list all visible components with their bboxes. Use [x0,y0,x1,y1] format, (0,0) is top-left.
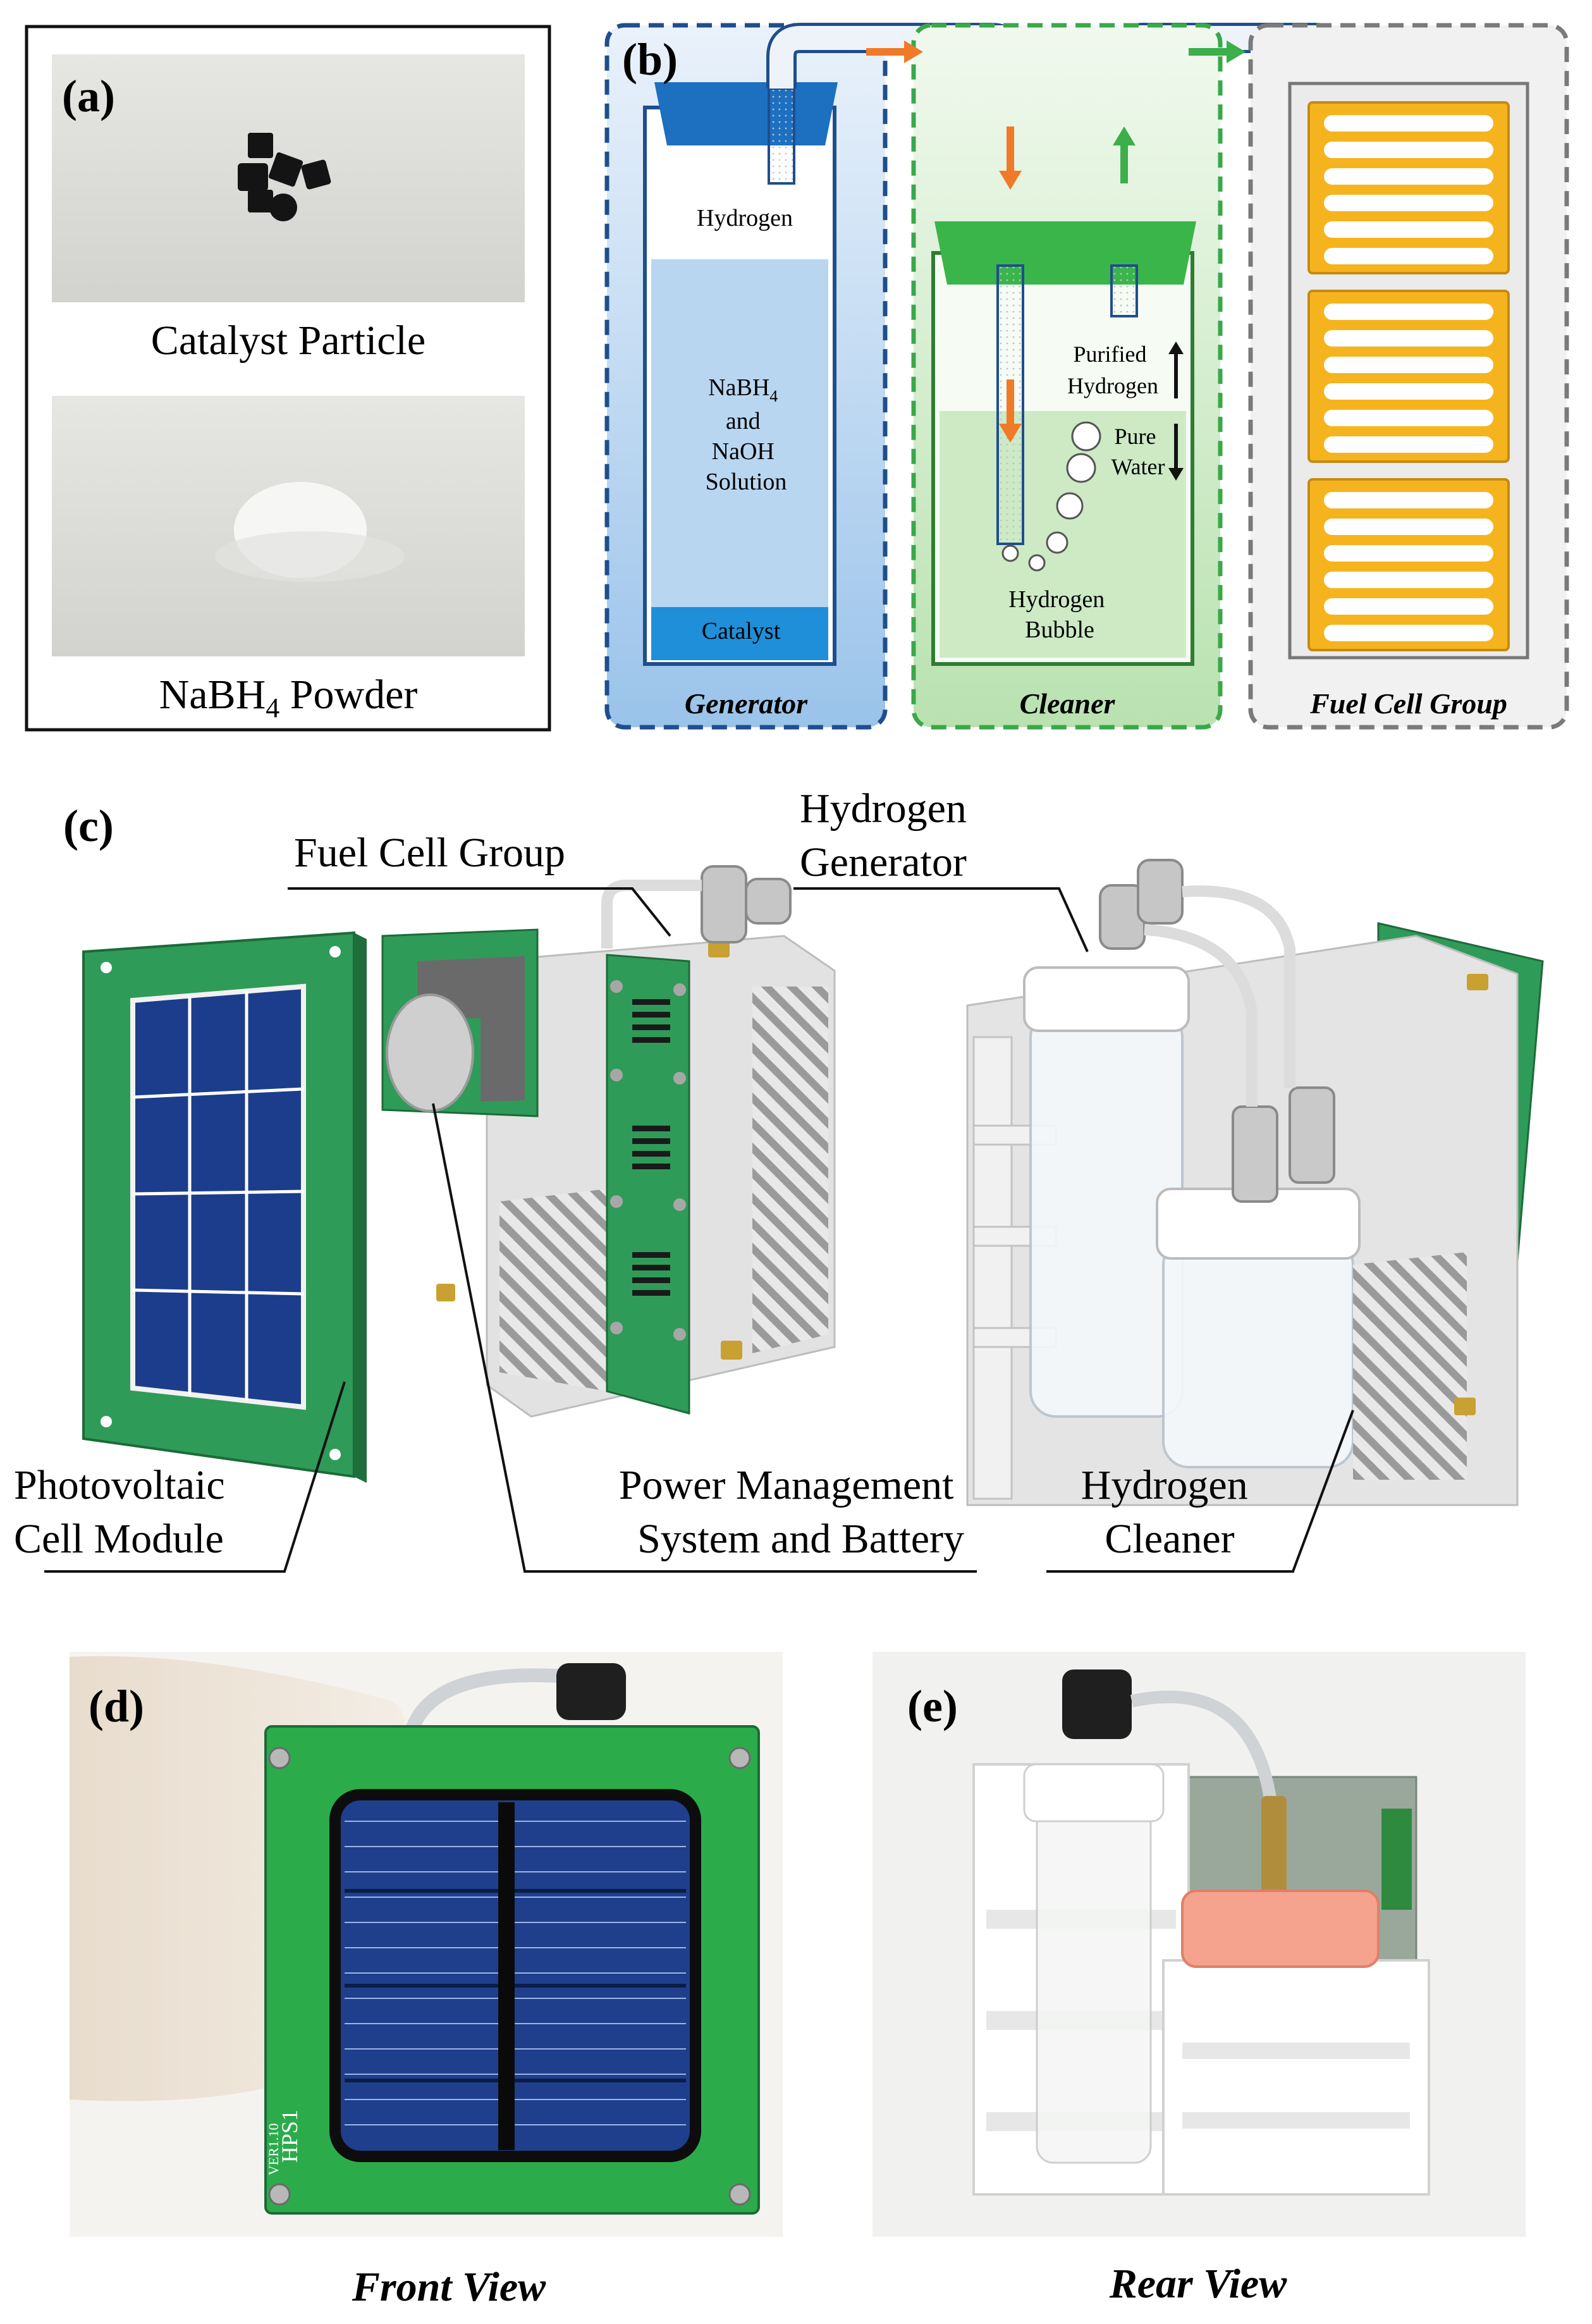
powder-caption: NaBH4 Powder [159,672,418,723]
cleaner-lid [934,221,1196,285]
generator-liquid [651,259,828,607]
solar-busbar [498,1802,515,2150]
rear-view-caption: Rear View [1109,2261,1288,2307]
generator-catalyst-label: Catalyst [702,618,781,644]
panel-d: HPS1 VER1.10 (d) Front View [70,1652,783,2310]
cleaner-jar [1162,1238,1354,1468]
housing-left-vent-front [499,1189,607,1391]
panel-c: (c) [14,785,1544,1573]
tube-top [404,1668,627,1735]
pure-water-down-arrow [1168,424,1184,481]
glove-hand [70,1656,405,2101]
label-power-management: Power Management System and Battery [619,1462,964,1562]
hydrogen-bubble-label: Hydrogen Bubble [1008,586,1110,643]
right-brass-standoffs [1454,974,1488,1415]
panel-c-letter: (c) [63,801,114,851]
terminal-block [1381,1809,1412,1910]
pv-panel [130,983,306,1410]
purified-hydrogen-label: Purified Hydrogen [1067,341,1158,398]
elbow-fitting [556,1663,626,1720]
flow-arrow-orange-top [866,40,923,63]
pcb-mark: HPS1 [277,2110,302,2163]
right-pipe-fittings [1099,859,1335,1203]
solar-module [329,1789,701,2162]
label-hydrogen-cleaner: Hydrogen Cleaner [1081,1462,1258,1562]
stack-slots [632,999,670,1296]
generator-cap [1023,966,1190,1032]
panel-b: Hydrogen NaBH4 and NaOH Solution Catalys… [604,23,1569,730]
flow-arrow-green-up [1113,126,1136,183]
panel-a-letter: (a) [62,71,115,121]
housing-right-vent [1353,1252,1467,1480]
flow-arrow-orange-down-2 [999,379,1022,443]
generator-lid [654,82,838,145]
generator-catalyst-layer [651,607,828,660]
housing-left-vent-side [752,987,828,1353]
front-view-caption: Front View [352,2264,546,2310]
panel-e-letter: (e) [907,1681,958,1731]
flow-arrow-orange-down [999,126,1022,190]
left-pipe-fittings [601,865,792,949]
catalyst-caption: Catalyst Particle [151,317,426,364]
rear-tube [1130,1690,1277,1804]
pcb-screws [268,1747,751,2206]
pure-water-label: Pure Water [1111,424,1165,479]
pv-board-edge [354,933,367,1483]
cleaner-label: Cleaner [1020,687,1116,720]
panel-b-letter: (b) [622,34,678,85]
generator-label: Generator [685,687,808,720]
rear-cleaner-cap [1181,1890,1380,1968]
powder-pile-shadow [215,531,405,582]
generator-hydrogen-label: Hydrogen [697,205,793,231]
panel-d-letter: (d) [89,1681,144,1731]
pv-cell-grid [132,992,304,1401]
stack-bolts [610,980,686,1341]
flow-arrow-green-top [1189,40,1246,63]
solar-cell-splits [345,1889,686,2082]
panel-a: (a) Catalyst Particle NaBH4 Powder [25,25,551,732]
generator-solution-label: NaBH4 and NaOH Solution [706,374,787,495]
battery-cell [386,993,474,1112]
pcb-version: VER1.10 [266,2124,281,2176]
solar-fingers [345,1821,686,2125]
brass-standoffs [436,941,742,1360]
label-fuel-cell-group: Fuel Cell Group [294,830,565,876]
rear-generator-cap [1023,1763,1165,1823]
generator-outlet-pipe [768,87,795,185]
catalyst-particles [238,133,331,221]
battery-bracket [417,956,525,1102]
rear-generator-jar [1036,1807,1152,2164]
hydrogen-bubbles [1001,421,1101,572]
flow-arrows [866,40,1246,443]
purified-up-arrow [1168,341,1184,398]
cleaner-holder-slots [1182,2043,1410,2129]
panel-e: (e) Rear View [873,1652,1526,2307]
label-photovoltaic-module: Photovoltaic Cell Module [14,1462,235,1562]
callout-lines [44,887,1354,1573]
fuel-cell-channels [1324,115,1493,641]
rear-elbow [1062,1669,1132,1739]
label-hydrogen-generator: Hydrogen Generator [800,785,977,885]
fuel-cell-stack-board [606,954,690,1415]
fuel-cell-group-label: Fuel Cell Group [1309,687,1507,720]
cleaner-outlet-pipe [1110,264,1138,317]
cleaner-holder [1162,1959,1430,2196]
pv-mount-holes [101,946,341,1460]
brass-fitting [1261,1796,1287,1897]
